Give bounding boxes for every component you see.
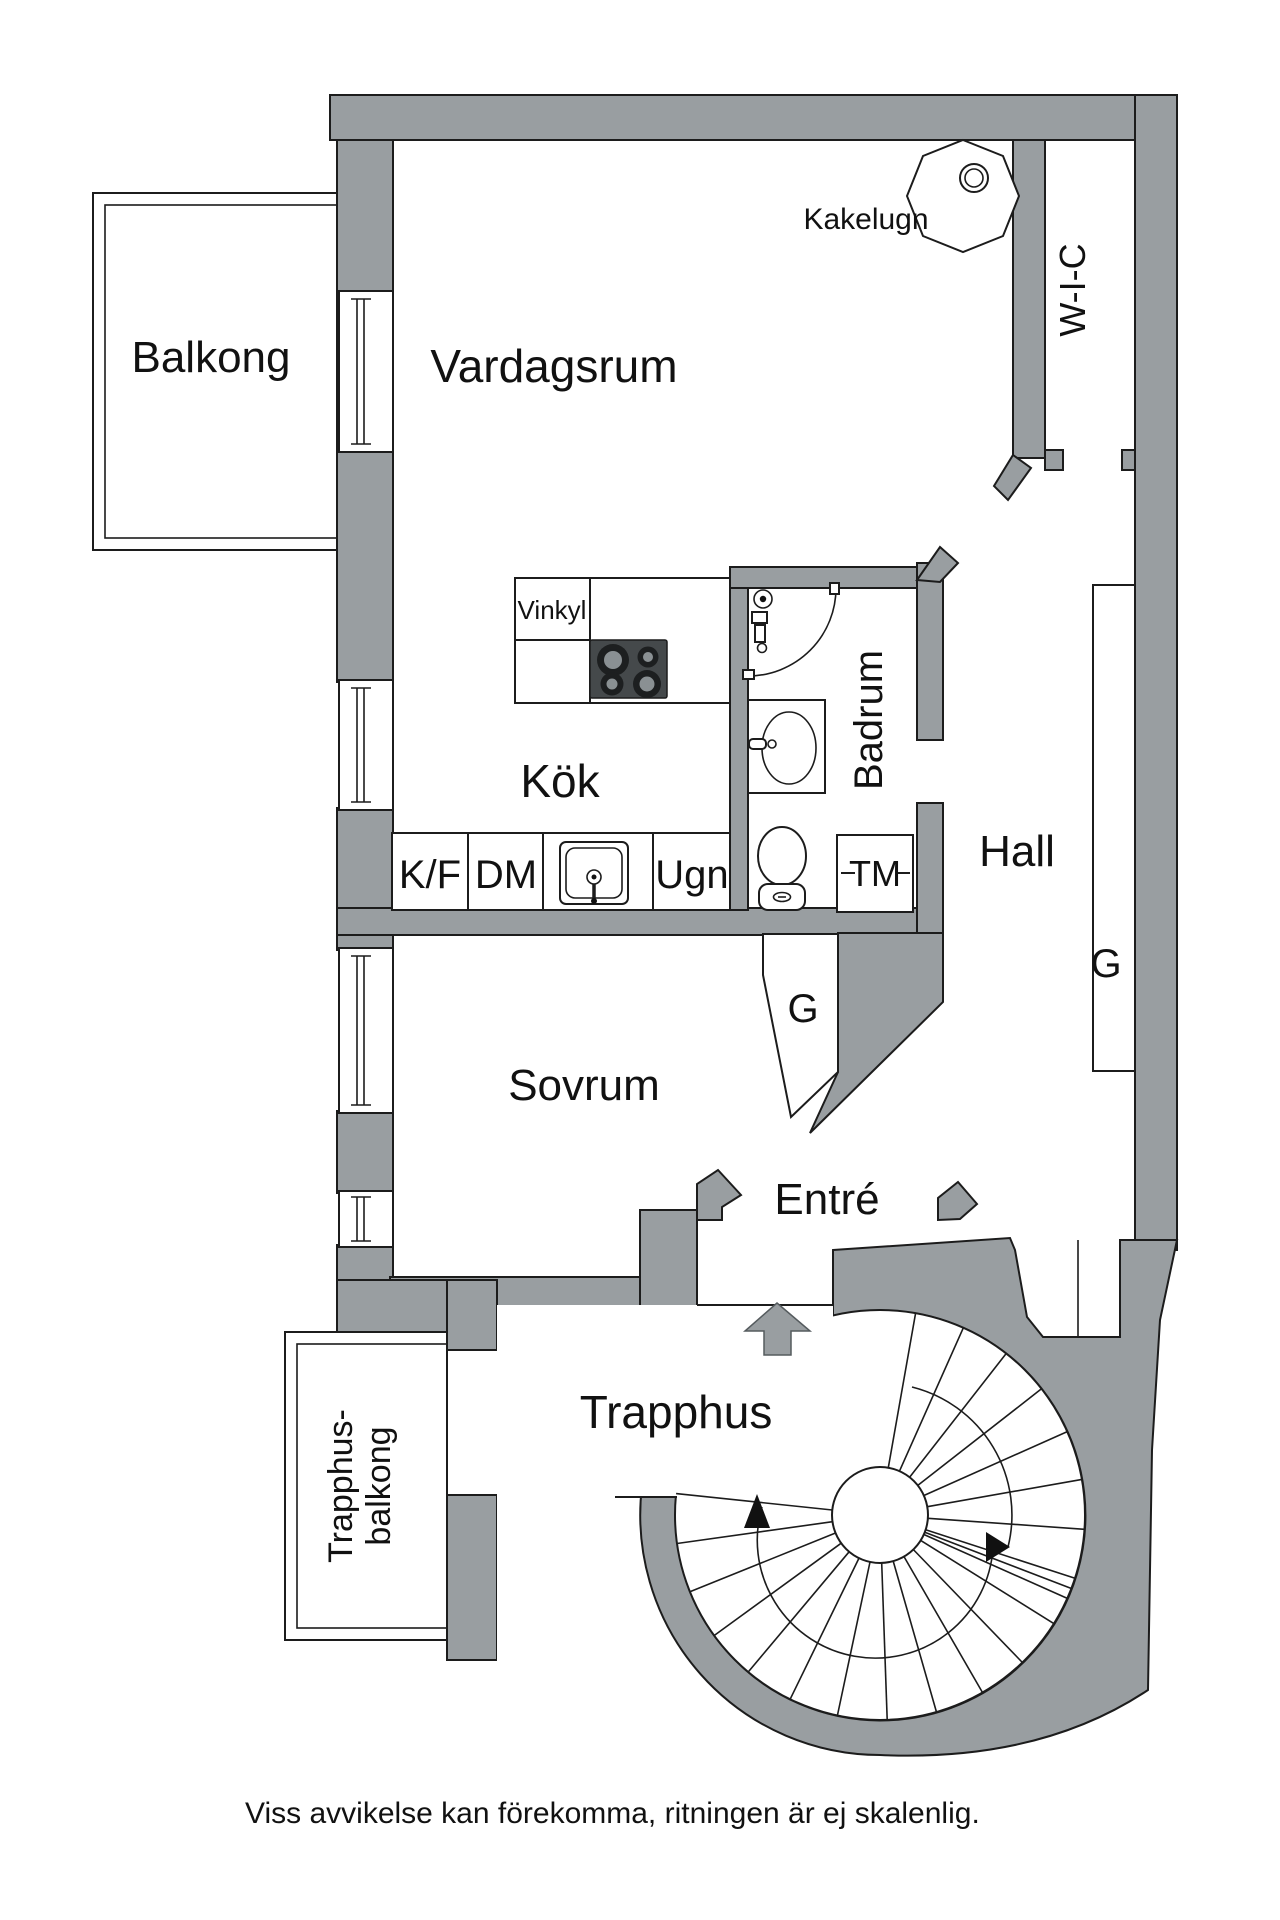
label-sovrum: Sovrum <box>508 1061 660 1110</box>
wall-bath-jamb <box>915 545 960 584</box>
stair-tread-line <box>923 1430 1068 1497</box>
hall-wardrobe <box>1092 584 1136 1072</box>
label-tm: TM <box>849 853 901 894</box>
stair-tread-line <box>903 1556 984 1693</box>
label-ugn: Ugn <box>655 853 728 897</box>
stair-direction-up-arrow <box>744 1494 770 1528</box>
labels: Vardagsrum Kakelugn W-I-C Balkong Vinkyl… <box>131 203 1121 1830</box>
wall-bath-right-lower <box>916 802 944 936</box>
window-sovrum-2 <box>338 1190 394 1248</box>
label-hall: Hall <box>979 827 1055 876</box>
kakelugn-icon <box>905 138 1021 254</box>
kitchen-sink-icon <box>559 841 629 905</box>
disclaimer-text: Viss avvikelse kan förekomma, ritningen … <box>245 1797 980 1830</box>
window-sovrum-1 <box>338 947 394 1114</box>
wall-left-2 <box>336 449 394 683</box>
stair-tread-line <box>898 1327 965 1472</box>
shower-icon <box>742 582 840 680</box>
wall-right <box>1134 94 1178 1251</box>
door-jamb-left <box>696 1168 743 1221</box>
stair-tread-line <box>676 1520 833 1545</box>
balkong-inner-rail <box>104 204 338 539</box>
stair-tread-line <box>924 1531 1072 1590</box>
wall-top <box>329 94 1178 141</box>
balkong-outer-rail <box>92 192 338 551</box>
windows <box>338 290 394 1248</box>
sovrum-wardrobe <box>762 933 839 1119</box>
stair-walkline-upper <box>911 1386 1013 1548</box>
label-wic: W-I-C <box>1052 243 1093 336</box>
stair-hub <box>831 1466 929 1564</box>
label-kf: K/F <box>399 853 461 897</box>
wall-tb-right-upper <box>446 1279 498 1351</box>
bathroom-fixtures <box>742 582 914 913</box>
stove-icon <box>589 639 668 699</box>
stair-tread-line <box>920 1539 1055 1625</box>
stair-tread-line <box>925 1529 1076 1580</box>
label-badrum: Badrum <box>847 650 891 790</box>
washing-machine-box <box>836 834 914 913</box>
door-jamb-right <box>937 1180 979 1222</box>
stair-tread-line <box>747 1551 850 1673</box>
label-vardagsrum: Vardagsrum <box>430 340 677 392</box>
wall-wic-stub-right <box>1121 449 1136 471</box>
label-kakelugn: Kakelugn <box>803 203 928 236</box>
stair-tread-line <box>713 1542 842 1637</box>
stair-tread-line <box>689 1532 836 1593</box>
label-trapphus: Trapphus <box>580 1386 773 1438</box>
stair-tread-line <box>892 1560 938 1713</box>
label-entre: Entré <box>774 1175 879 1224</box>
bath-sink-icon <box>747 699 826 794</box>
stair-tread-line <box>912 1548 1023 1664</box>
wall-left-1 <box>336 139 394 294</box>
wall-bath-right-upper <box>916 562 944 741</box>
stair-tread-line <box>927 1517 1085 1531</box>
label-kok: Kök <box>520 755 600 807</box>
stair-treads <box>676 1312 1085 1720</box>
wall-wic-tip <box>992 453 1033 502</box>
stair-tread-line <box>908 1353 1007 1478</box>
balcony-door <box>338 290 394 453</box>
label-trapphus-balkong: Trapphus-balkong <box>322 1409 398 1563</box>
wall-left-4 <box>336 1110 394 1194</box>
spiral-staircase <box>497 1302 1086 1721</box>
toilet-icon <box>757 826 807 911</box>
stair-direction-right-arrow <box>986 1532 1010 1562</box>
label-g-sovrum: G <box>787 987 818 1031</box>
wall-wic-stub-left <box>1044 449 1064 471</box>
trapphus-balkong-outer-rail <box>284 1331 448 1641</box>
wall-bath-left <box>729 587 749 911</box>
stair-tread-line <box>923 1533 1068 1600</box>
balconies <box>92 192 448 1641</box>
trapphus-balkong-inner-rail <box>296 1343 448 1629</box>
wall-tb-right-lower <box>446 1494 498 1661</box>
label-dm: DM <box>475 853 537 897</box>
stair-walkline-lower <box>756 1506 994 1659</box>
stair-tread-line <box>917 1388 1042 1487</box>
kitchen-fixtures <box>391 577 731 911</box>
wall-wic-left <box>1012 139 1046 459</box>
stair-tread-line <box>789 1557 860 1700</box>
walls <box>329 94 1179 1757</box>
window-kitchen <box>338 679 394 811</box>
label-balkong: Balkong <box>131 333 290 382</box>
trapphus-alcove <box>497 1350 615 1680</box>
label-g-hall: G <box>1090 942 1121 986</box>
stair-tread-line <box>927 1478 1083 1508</box>
stair-tread-line <box>887 1312 917 1468</box>
wardrobes <box>762 584 1136 1337</box>
entrance-arrow-icon <box>743 1302 813 1356</box>
label-vinkyl: Vinkyl <box>518 595 587 625</box>
stair-tread-line <box>880 1562 888 1720</box>
stair-tread-line <box>836 1561 871 1716</box>
